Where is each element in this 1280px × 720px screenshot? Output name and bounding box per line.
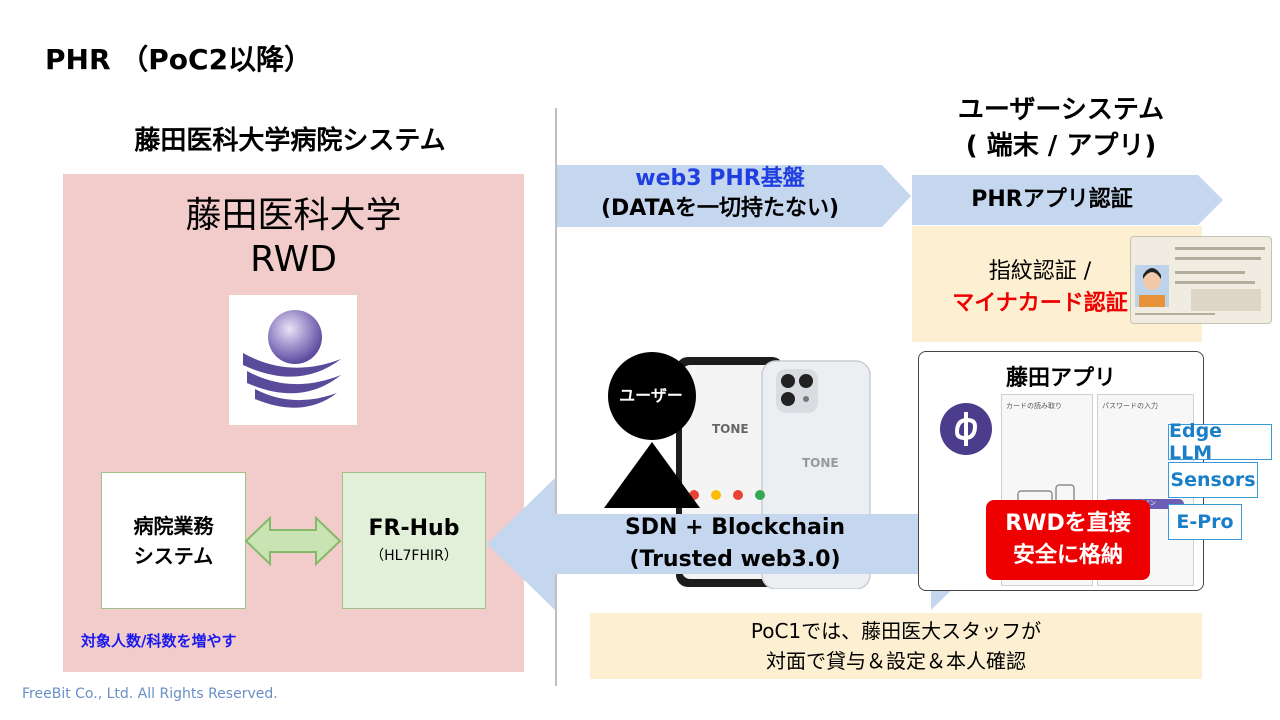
sdn-blockchain-arrow xyxy=(487,478,999,610)
hospital-business-system-box: 病院業務 システム xyxy=(101,472,246,609)
section-divider xyxy=(555,108,557,686)
slide-title: PHR （PoC2以降） xyxy=(45,43,313,76)
fr-hub-name: FR-Hub xyxy=(368,516,460,541)
increase-note: 対象人数/科数を増やす xyxy=(81,632,237,650)
hospital-rwd-panel: 藤田医科大学 RWD 病院業務 システム FR-Hub （H xyxy=(63,174,524,672)
fujita-app-logo-icon xyxy=(940,403,992,455)
web3-phr-title: web3 PHR基盤 xyxy=(635,166,805,191)
university-logo xyxy=(229,295,357,425)
screen1-title: カードの読み取り xyxy=(1006,402,1062,410)
rwd-title-line1: 藤田医科大学 xyxy=(185,195,402,236)
mynumber-card-image xyxy=(1130,236,1272,324)
screen2-title: パスワードの入力 xyxy=(1102,402,1158,410)
e-pro-tag: E-Pro xyxy=(1168,504,1242,540)
phone-brand-front: TONE xyxy=(712,422,749,436)
user-system-heading-line2: ( 端末 / アプリ) xyxy=(965,131,1157,161)
hospital-system-heading: 藤田医科大学病院システム xyxy=(134,126,446,156)
poc1-note-line1: PoC1では、藤田医大スタッフが xyxy=(750,619,1042,643)
rwd-title: 藤田医科大学 RWD xyxy=(63,194,524,282)
user-silhouette-icon xyxy=(604,352,700,508)
user-system-heading: ユーザーシステム ( 端末 / アプリ) xyxy=(912,92,1210,164)
fingerprint-auth-label: 指紋認証 / xyxy=(988,259,1092,284)
rwd-store-line1: RWDを直接 xyxy=(1005,511,1131,536)
rwd-title-line2: RWD xyxy=(250,239,337,280)
bidirectional-green-arrow xyxy=(244,515,342,567)
edge-llm-tag: Edge LLM xyxy=(1168,420,1272,464)
web3-phr-label: web3 PHR基盤 (DATAを一切持たない) xyxy=(560,164,880,224)
phr-app-auth-label: PHRアプリ認証 xyxy=(971,187,1133,212)
user-system-heading-line1: ユーザーシステム xyxy=(957,95,1165,125)
hospital-system-line1: 病院業務 xyxy=(133,513,214,538)
fr-hub-box: FR-Hub （HL7FHIR） xyxy=(342,472,486,609)
mynumber-card-auth-label: マイナカード認証 xyxy=(952,291,1128,316)
poc1-note-box: PoC1では、藤田医大スタッフが 対面で貸与＆設定＆本人確認 xyxy=(590,613,1202,679)
user-label: ユーザー xyxy=(619,386,683,405)
copyright-footer: FreeBit Co., Ltd. All Rights Reserved. xyxy=(22,686,278,702)
web3-phr-subtitle: (DATAを一切持たない) xyxy=(600,196,839,221)
sdn-blockchain-subtitle: (Trusted web3.0) xyxy=(629,547,841,572)
web3-phr-arrow xyxy=(557,165,911,227)
rwd-store-line2: 安全に格納 xyxy=(1012,543,1123,568)
poc1-note-line2: 対面で貸与＆設定＆本人確認 xyxy=(766,649,1026,673)
id-card-icon xyxy=(1135,247,1265,315)
fr-hub-subtitle: （HL7FHIR） xyxy=(370,548,458,564)
university-logo-icon xyxy=(243,310,341,408)
rwd-direct-store-box: RWDを直接 安全に格納 xyxy=(986,500,1150,580)
sdn-blockchain-label: SDN + Blockchain (Trusted web3.0) xyxy=(590,512,880,576)
phr-app-auth-arrow xyxy=(912,175,1223,225)
sensors-tag: Sensors xyxy=(1168,462,1258,498)
hospital-system-line2: システム xyxy=(133,543,214,568)
phone-brand-back: TONE xyxy=(802,456,839,470)
authentication-text: 指紋認証 / マイナカード認証 xyxy=(912,256,1168,320)
sdn-blockchain-title: SDN + Blockchain xyxy=(624,515,846,540)
fujita-app-title: 藤田アプリ xyxy=(1005,366,1116,391)
